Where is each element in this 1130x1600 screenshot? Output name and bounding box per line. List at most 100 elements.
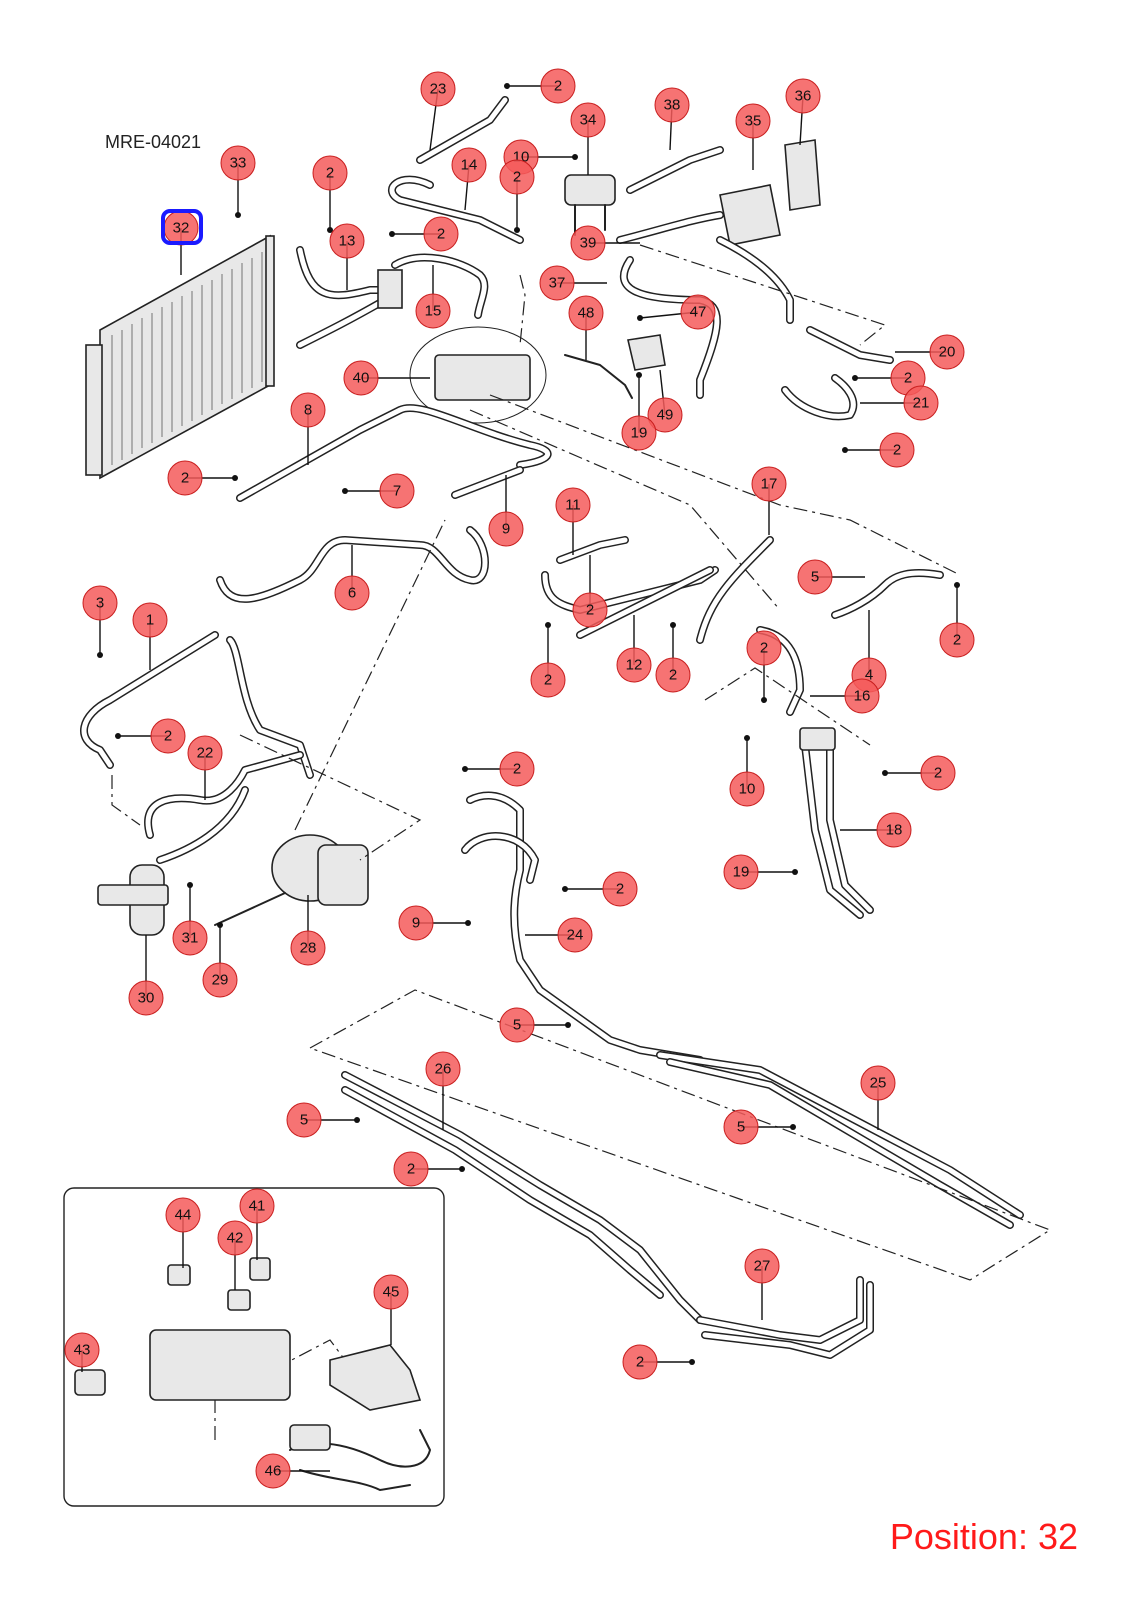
- callout-bubble[interactable]: [239, 1188, 275, 1224]
- callout-29[interactable]: 29: [202, 922, 238, 998]
- callout-bubble[interactable]: [420, 71, 456, 107]
- callout-7[interactable]: 7: [342, 473, 415, 509]
- callout-bubble[interactable]: [499, 159, 535, 195]
- callout-2[interactable]: 2: [622, 1344, 695, 1380]
- callout-44[interactable]: 44: [165, 1197, 201, 1268]
- callout-35[interactable]: 35: [735, 103, 771, 170]
- callout-bubble[interactable]: [602, 871, 638, 907]
- callout-bubble[interactable]: [290, 392, 326, 428]
- callout-16[interactable]: 16: [810, 678, 880, 714]
- callout-17[interactable]: 17: [751, 466, 787, 535]
- callout-2[interactable]: 2: [655, 622, 691, 693]
- callout-bubble[interactable]: [797, 559, 833, 595]
- callout-bubble[interactable]: [488, 511, 524, 547]
- callout-bubble[interactable]: [920, 755, 956, 791]
- callout-bubble[interactable]: [150, 718, 186, 754]
- callout-19[interactable]: 19: [621, 372, 657, 451]
- callout-23[interactable]: 23: [420, 71, 456, 151]
- callout-42[interactable]: 42: [217, 1220, 253, 1290]
- callout-bubble[interactable]: [879, 432, 915, 468]
- callout-bubble[interactable]: [570, 102, 606, 138]
- callout-45[interactable]: 45: [373, 1274, 409, 1345]
- callout-43[interactable]: 43: [64, 1332, 100, 1372]
- callout-2[interactable]: 2: [312, 155, 348, 233]
- callout-bubble[interactable]: [568, 295, 604, 331]
- callout-bubble[interactable]: [64, 1332, 100, 1368]
- callout-2[interactable]: 2: [572, 555, 608, 628]
- callout-bubble[interactable]: [451, 147, 487, 183]
- callout-bubble[interactable]: [530, 662, 566, 698]
- callout-5[interactable]: 5: [286, 1102, 360, 1138]
- callout-2[interactable]: 2: [882, 755, 956, 791]
- callout-bubble[interactable]: [373, 1274, 409, 1310]
- callout-bubble[interactable]: [939, 622, 975, 658]
- callout-bubble[interactable]: [423, 216, 459, 252]
- callout-bubble[interactable]: [903, 385, 939, 421]
- callout-47[interactable]: 47: [637, 294, 716, 330]
- callout-bubble[interactable]: [729, 771, 765, 807]
- callout-bubble[interactable]: [735, 103, 771, 139]
- callout-37[interactable]: 37: [539, 265, 607, 301]
- callout-bubble[interactable]: [751, 466, 787, 502]
- callout-bubble[interactable]: [616, 647, 652, 683]
- callout-9[interactable]: 9: [398, 905, 471, 941]
- callout-2[interactable]: 2: [562, 871, 638, 907]
- callout-38[interactable]: 38: [654, 87, 690, 151]
- callout-12[interactable]: 12: [616, 615, 652, 683]
- callout-bubble[interactable]: [680, 294, 716, 330]
- callout-bubble[interactable]: [499, 751, 535, 787]
- callout-bubble[interactable]: [255, 1453, 291, 1489]
- callout-6[interactable]: 6: [334, 545, 370, 611]
- callout-10[interactable]: 10: [729, 735, 765, 807]
- callout-bubble[interactable]: [744, 1248, 780, 1284]
- callout-bubble[interactable]: [572, 592, 608, 628]
- callout-20[interactable]: 20: [895, 334, 965, 370]
- callout-bubble[interactable]: [415, 293, 451, 329]
- callout-26[interactable]: 26: [425, 1051, 461, 1130]
- callout-2[interactable]: 2: [462, 751, 535, 787]
- callout-48[interactable]: 48: [568, 295, 604, 360]
- callout-bubble[interactable]: [312, 155, 348, 191]
- callout-2[interactable]: 2: [389, 216, 459, 252]
- callout-2[interactable]: 2: [530, 622, 566, 698]
- callout-bubble[interactable]: [132, 602, 168, 638]
- callout-bubble[interactable]: [557, 917, 593, 953]
- callout-14[interactable]: 14: [451, 147, 487, 211]
- callout-bubble[interactable]: [647, 397, 683, 433]
- callout-3[interactable]: 3: [82, 585, 118, 658]
- callout-bubble[interactable]: [723, 1109, 759, 1145]
- callout-28[interactable]: 28: [290, 895, 326, 966]
- callout-2[interactable]: 2: [939, 582, 975, 658]
- callout-bubble[interactable]: [187, 735, 223, 771]
- callout-13[interactable]: 13: [329, 223, 365, 290]
- callout-bubble[interactable]: [655, 657, 691, 693]
- callout-5[interactable]: 5: [499, 1007, 571, 1043]
- callout-bubble[interactable]: [167, 460, 203, 496]
- callout-21[interactable]: 21: [860, 385, 939, 421]
- callout-30[interactable]: 30: [128, 935, 164, 1016]
- callout-36[interactable]: 36: [785, 78, 821, 146]
- callout-9[interactable]: 9: [488, 475, 524, 547]
- callout-bubble[interactable]: [286, 1102, 322, 1138]
- callout-2[interactable]: 2: [842, 432, 915, 468]
- callout-bubble[interactable]: [202, 962, 238, 998]
- callout-bubble[interactable]: [217, 1220, 253, 1256]
- callout-2[interactable]: 2: [393, 1151, 465, 1187]
- callout-22[interactable]: 22: [187, 735, 223, 800]
- callout-bubble[interactable]: [746, 630, 782, 666]
- callout-11[interactable]: 11: [555, 487, 591, 555]
- callout-bubble[interactable]: [929, 334, 965, 370]
- callout-bubble[interactable]: [220, 145, 256, 181]
- callout-33[interactable]: 33: [220, 145, 256, 218]
- callout-bubble[interactable]: [393, 1151, 429, 1187]
- callout-bubble[interactable]: [539, 265, 575, 301]
- callout-46[interactable]: 46: [255, 1453, 330, 1489]
- callout-1[interactable]: 1: [132, 602, 168, 670]
- callout-bubble[interactable]: [82, 585, 118, 621]
- callout-24[interactable]: 24: [525, 917, 593, 953]
- callout-bubble[interactable]: [128, 980, 164, 1016]
- callout-40[interactable]: 40: [343, 360, 430, 396]
- callout-34[interactable]: 34: [570, 102, 606, 175]
- callout-bubble[interactable]: [343, 360, 379, 396]
- callout-bubble[interactable]: [622, 1344, 658, 1380]
